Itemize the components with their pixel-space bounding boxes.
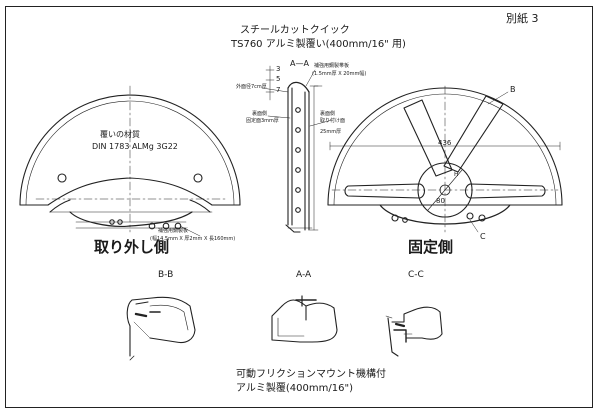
spoke-left	[344, 183, 426, 199]
rib-right	[443, 95, 504, 173]
plate-dims: (幅14.5mm X 厚2mm X 長160mm)	[150, 236, 236, 242]
fixed-side-caption: 固定側	[408, 238, 454, 256]
material-label: 覆いの材質	[100, 130, 140, 139]
aa-right-note2: 取り付け面	[320, 118, 346, 124]
cut-label-c: C	[480, 232, 486, 241]
bottom-note-line1: 可動フリクションマウント機構付	[236, 369, 386, 380]
center-hub	[417, 162, 473, 218]
width-dimension: 436	[438, 139, 452, 147]
hub-dimension: 80	[436, 197, 445, 205]
aa-inner-dim2: 固定面3mm厚	[246, 118, 279, 124]
section-cc	[385, 306, 443, 357]
aa-outer-dim: 外面径7cm厚	[236, 84, 267, 90]
cut-label-h: H	[454, 171, 459, 178]
plate-note: 補強用鋼製板	[158, 228, 189, 234]
aa-top-note: 補強用鋼製帯板	[314, 63, 350, 69]
left-flange	[69, 211, 193, 227]
section-bb-label: B-B	[158, 270, 174, 280]
section-bb	[126, 296, 196, 361]
right-guard-view	[327, 85, 563, 233]
aa-inner-dim1: 裏面側	[252, 111, 268, 117]
left-guard-outline	[19, 94, 241, 206]
section-aa-label: A-A	[296, 270, 312, 280]
drawing-title: スチールカットクイック	[240, 25, 350, 36]
aa-dim-3: 3	[276, 65, 281, 73]
material-spec: DIN 1783 ALMg 3G22	[92, 142, 178, 151]
drawing-subtitle: TS760 アルミ製覆い(400mm/16" 用)	[231, 39, 406, 50]
aa-dim-7: 7	[276, 86, 281, 94]
left-guard-view	[19, 85, 241, 237]
aa-top-note-dims: (1.5mm厚 X 20mm幅)	[312, 71, 367, 77]
section-aa	[271, 295, 338, 343]
removable-side-caption: 取り外し側	[94, 238, 170, 256]
aa-detail-label: A—A	[290, 59, 309, 68]
sheet-border	[5, 6, 593, 408]
bottom-note-line2: アルミ製覆(400mm/16")	[236, 383, 353, 394]
aa-right-note1: 裏面側	[320, 111, 336, 117]
aa-dim-5: 5	[276, 75, 281, 83]
spoke-right	[464, 183, 546, 199]
sheet-number: 別紙 3	[506, 12, 539, 25]
aa-right-dim: 25mm厚	[320, 129, 342, 135]
section-cc-label: C-C	[408, 270, 424, 280]
left-cutout	[47, 177, 213, 206]
section-aa-detail	[261, 65, 333, 233]
cut-label-b: B	[510, 85, 516, 94]
